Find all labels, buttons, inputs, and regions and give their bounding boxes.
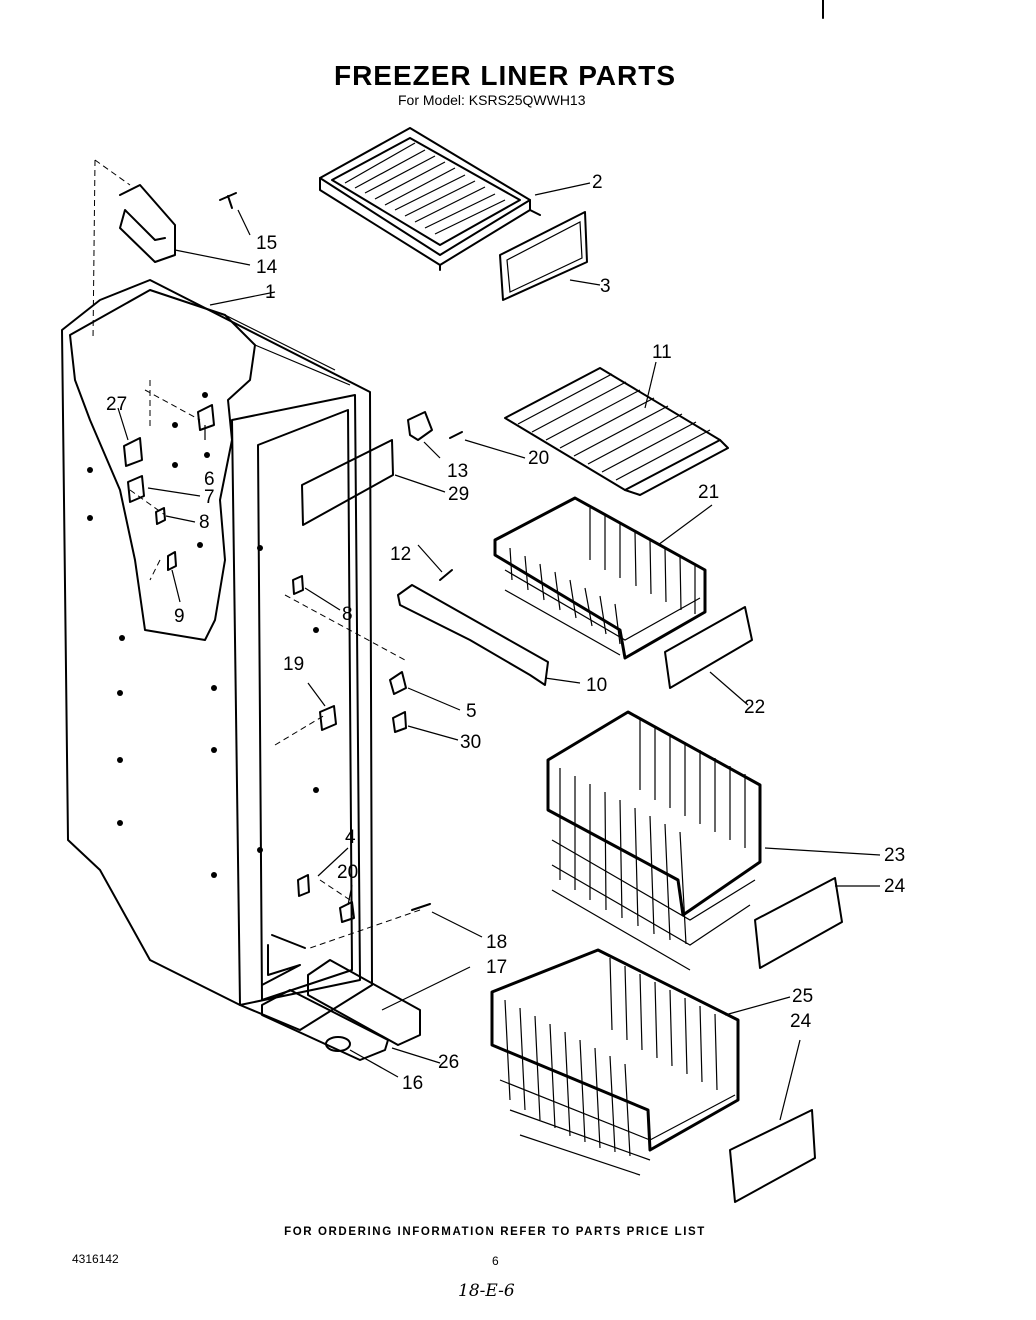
callout-8a: 8 (199, 512, 210, 533)
ordering-note: FOR ORDERING INFORMATION REFER TO PARTS … (284, 1226, 706, 1238)
basket-23 (546, 710, 762, 971)
screw-12 (439, 569, 453, 581)
part-8b (292, 575, 304, 595)
callout-3: 3 (600, 276, 611, 297)
part-5 (389, 671, 407, 695)
callout-4: 4 (345, 827, 356, 848)
part-30 (392, 711, 407, 733)
callout-25: 25 (792, 986, 813, 1007)
callout-6: 6 (204, 469, 215, 490)
panel-29 (301, 439, 394, 526)
callout-10: 10 (586, 675, 607, 696)
basket-front-24a (754, 877, 843, 969)
callout-18: 18 (486, 932, 507, 953)
callout-19: 19 (283, 654, 304, 675)
part-4 (297, 874, 310, 897)
handwritten-note: 18-E-6 (458, 1281, 515, 1301)
part-27 (123, 437, 143, 467)
screw-18 (411, 903, 431, 911)
basket-25 (490, 948, 740, 1176)
callout-11: 11 (652, 342, 672, 363)
mounting-holes (87, 392, 319, 878)
callout-20b: 20 (337, 862, 358, 883)
callout-9: 9 (174, 606, 185, 627)
callout-13: 13 (447, 461, 468, 482)
screw-20a (449, 431, 463, 439)
basket-21 (493, 496, 707, 660)
part-19 (319, 705, 337, 731)
callout-21: 21 (698, 482, 719, 503)
part-16 (325, 1036, 351, 1052)
part-9 (167, 551, 177, 571)
part-8a (155, 507, 166, 525)
callout-30: 30 (460, 732, 481, 753)
callout-16: 16 (402, 1073, 423, 1094)
wire-shelf-11 (504, 367, 729, 496)
freezer-liner-illustration (61, 279, 394, 1031)
part-13 (407, 411, 433, 441)
basket-front-22 (664, 606, 753, 689)
tray-2-illustration (319, 127, 541, 271)
callout-29: 29 (448, 484, 469, 505)
page-title: FREEZER LINER PARTS (333, 60, 677, 91)
callout-labels: 1 2 3 4 5 6 7 8 8 9 10 11 12 13 14 15 16… (106, 172, 906, 1094)
callout-15: 15 (256, 233, 277, 254)
document-number: 4316142 (72, 1252, 119, 1266)
callout-2: 2 (592, 172, 603, 193)
page-number: 6 (492, 1254, 499, 1268)
bracket-10 (397, 584, 549, 686)
callout-27: 27 (106, 394, 127, 415)
callout-22: 22 (744, 697, 765, 718)
callout-1: 1 (265, 282, 276, 303)
callout-12: 12 (390, 544, 411, 565)
screw-15 (219, 192, 237, 209)
callout-23: 23 (884, 845, 905, 866)
callout-26: 26 (438, 1052, 459, 1073)
callout-8b: 8 (342, 604, 353, 625)
callout-24b: 24 (790, 1011, 812, 1032)
part-26 (261, 989, 389, 1061)
callout-14: 14 (256, 257, 278, 278)
leader-lines (117, 182, 881, 1121)
part-7 (127, 475, 145, 503)
callout-5: 5 (466, 701, 477, 722)
callout-24a: 24 (884, 876, 906, 897)
callout-17: 17 (486, 957, 507, 978)
frame-3 (499, 211, 588, 301)
model-subtitle: For Model: KSRS25QWWH13 (398, 92, 586, 108)
callout-7: 7 (204, 487, 215, 508)
basket-front-24b (729, 1109, 816, 1203)
part-6 (197, 404, 215, 431)
duct-17 (307, 959, 421, 1046)
handle-14 (119, 184, 176, 263)
callout-20a: 20 (528, 448, 549, 469)
